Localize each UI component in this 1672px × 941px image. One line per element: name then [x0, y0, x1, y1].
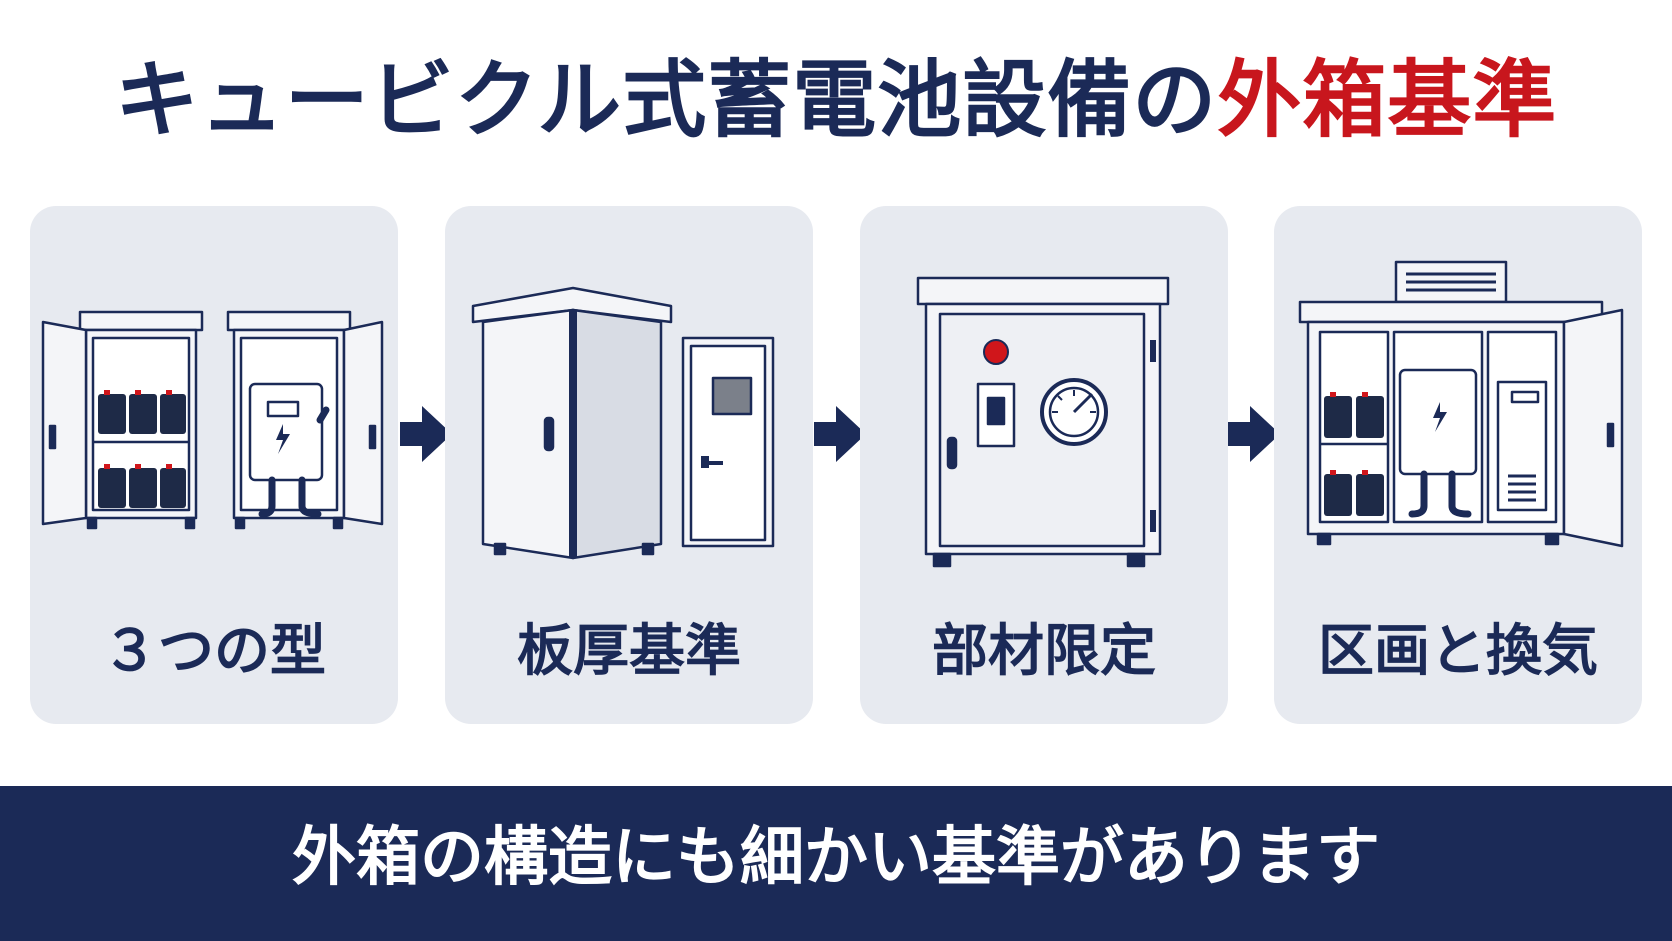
title-main: キュービクル式蓄電池設備の — [114, 51, 1218, 149]
step-label-materials: 部材限定 — [932, 619, 1156, 684]
step-label-types: ３つの型 — [102, 619, 326, 684]
gauge-icon — [1052, 390, 1096, 414]
arrow-right-icon — [814, 406, 866, 462]
step-card-thickness: 板厚基準 — [445, 206, 813, 724]
lightning-icon — [276, 424, 290, 454]
page-title: キュービクル式蓄電池設備の外箱基準 — [0, 58, 1672, 142]
ventilated-cabinet-icon — [1298, 260, 1624, 548]
step-card-materials: 部材限定 — [860, 206, 1228, 724]
arrow-right-icon — [400, 406, 452, 462]
step-card-types: ３つの型 — [30, 206, 398, 724]
cabinet-panel-icon — [916, 276, 1170, 568]
step-label-ventilation: 区画と換気 — [1318, 619, 1598, 684]
footer-banner: 外箱の構造にも細かい基準があります — [0, 786, 1672, 941]
step-label-thickness: 板厚基準 — [517, 619, 741, 684]
title-accent: 外箱基準 — [1217, 51, 1558, 149]
step-card-ventilation: 区画と換気 — [1274, 206, 1642, 724]
lightning-icon — [1433, 402, 1447, 432]
cabinet-door-icon — [471, 286, 775, 560]
footer-text: 外箱の構造にも細かい基準があります — [292, 821, 1380, 895]
cabinet-pair-icon — [41, 310, 384, 530]
arrow-right-icon — [1228, 406, 1280, 462]
